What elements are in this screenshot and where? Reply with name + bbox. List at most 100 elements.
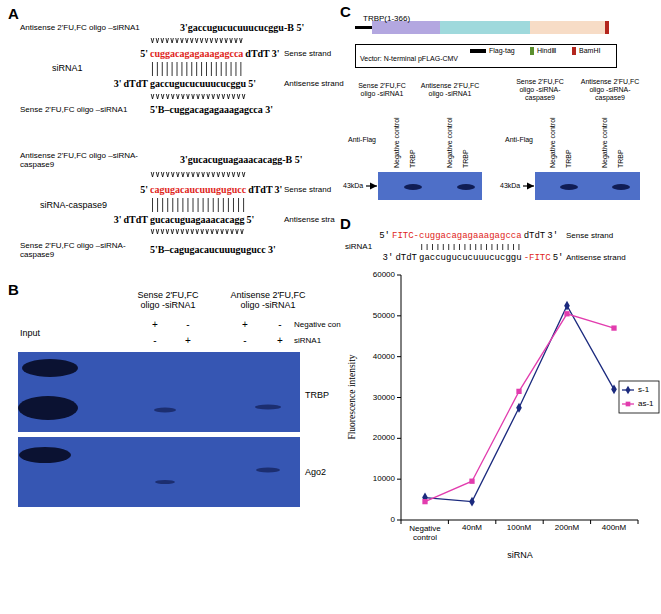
annotation: siRNA bbox=[507, 550, 533, 560]
site-segment bbox=[605, 21, 609, 34]
base-pair-line bbox=[193, 198, 194, 212]
complementarity-mark bbox=[156, 172, 159, 177]
complementarity-marks bbox=[151, 94, 245, 99]
complementarity-mark bbox=[202, 94, 205, 99]
annotation: Ago2 bbox=[305, 467, 326, 477]
complementarity-mark bbox=[235, 38, 238, 43]
complementarity-mark bbox=[177, 172, 180, 177]
axis-title: Fluorescence intensity bbox=[347, 354, 358, 439]
complementarity-mark bbox=[227, 172, 230, 177]
flag-segment bbox=[355, 26, 372, 29]
base-pair-line bbox=[427, 244, 428, 250]
sequence-row: 3'dTdT bbox=[383, 253, 419, 263]
sequence: dTdT bbox=[524, 231, 546, 241]
complementarity-mark bbox=[182, 94, 185, 99]
annotation: 400nM bbox=[602, 523, 626, 532]
sequence: cuggacagagaaagagcca bbox=[150, 48, 243, 60]
base-pair-line bbox=[152, 198, 153, 212]
complementarity-mark bbox=[161, 38, 164, 43]
blot-band bbox=[457, 184, 475, 190]
complementarity-mark bbox=[202, 172, 205, 177]
annotation: Input bbox=[20, 328, 40, 338]
base-pair-line bbox=[167, 62, 168, 76]
complementarity-mark bbox=[227, 94, 230, 99]
legend-box bbox=[619, 381, 659, 413]
complementarity-mark bbox=[231, 229, 234, 234]
base-pair-line bbox=[443, 244, 444, 250]
base-pair-line bbox=[181, 62, 182, 76]
series-line bbox=[425, 314, 614, 502]
base-pair-line bbox=[162, 62, 163, 76]
annotation: Sense 2'FU,FC oligo -siRNA1 bbox=[132, 290, 204, 311]
complementarity-mark bbox=[230, 38, 233, 43]
blot-membrane bbox=[535, 172, 640, 200]
sequence: 3'gucacuguagaaacacagg-B 5' bbox=[180, 154, 303, 166]
complementarity-mark bbox=[156, 38, 159, 43]
sequence: 3' bbox=[547, 231, 558, 241]
complementarity-mark bbox=[195, 38, 198, 43]
complementarity-mark bbox=[211, 229, 214, 234]
base-pair-line bbox=[152, 62, 153, 76]
sequence: 5'B–cuggacagagaaagagcca 3' bbox=[150, 104, 273, 116]
base-pair-line bbox=[196, 62, 197, 76]
annotation: Sense 2'FU,FC oligo –siRNA1 bbox=[20, 105, 127, 114]
base-pair-line bbox=[243, 198, 244, 212]
annotation: Anti-Flag bbox=[348, 136, 376, 144]
panel-letter: B bbox=[8, 281, 19, 298]
complementarity-mark bbox=[197, 172, 200, 177]
legend-swatch bbox=[530, 47, 534, 55]
annotation: 40nM bbox=[462, 523, 482, 532]
axis-tick bbox=[638, 520, 639, 524]
complementarity-mark bbox=[151, 38, 154, 43]
series-marker bbox=[516, 403, 522, 413]
annotation: siRNA1 bbox=[52, 63, 83, 73]
complementarity-mark bbox=[166, 38, 169, 43]
base-pair-line bbox=[486, 244, 487, 250]
base-pair-line bbox=[187, 198, 188, 212]
axis-tick bbox=[397, 438, 401, 439]
sequence: 3'gaccugucucuuucucggu-B 5' bbox=[180, 22, 304, 34]
sequence: 5' bbox=[140, 184, 148, 196]
sequence-row: 5' bbox=[140, 48, 150, 60]
complementarity-mark bbox=[171, 229, 174, 234]
annotation: Antisense strand bbox=[566, 253, 626, 262]
axis-tick bbox=[401, 520, 402, 524]
annotation: 43kDa bbox=[500, 182, 520, 190]
complementarity-mark bbox=[177, 94, 180, 99]
base-pair-lines bbox=[152, 62, 240, 76]
base-pair-line bbox=[177, 198, 178, 212]
annotation: 0 bbox=[391, 515, 395, 524]
sequence: dTdT bbox=[124, 78, 148, 90]
complementarity-mark bbox=[242, 94, 245, 99]
panel-letter: D bbox=[340, 215, 351, 232]
annotation: Antisense 2'FU,FC oligo -siRNA1 bbox=[227, 290, 309, 311]
base-pair-line bbox=[470, 244, 471, 250]
blot-band bbox=[256, 468, 280, 473]
legend-sample bbox=[622, 386, 634, 395]
complementarity-mark bbox=[192, 94, 195, 99]
lane-sign: - bbox=[153, 335, 156, 347]
complementarity-mark bbox=[187, 94, 190, 99]
lane-sign: - bbox=[243, 335, 246, 347]
annotation: Sense strand bbox=[284, 185, 331, 194]
anti-flag-blot bbox=[366, 172, 640, 200]
data-series bbox=[422, 311, 616, 504]
complementarity-mark bbox=[215, 38, 218, 43]
sequence: FITC-cuggacagagaaagagcca bbox=[392, 231, 522, 241]
sequence: dTdT bbox=[395, 253, 417, 263]
complementarity-mark bbox=[151, 94, 154, 99]
complementarity-marks bbox=[151, 172, 245, 177]
base-pair-line bbox=[231, 62, 232, 76]
complementarity-mark bbox=[171, 94, 174, 99]
legend-marker bbox=[626, 402, 631, 407]
complementarity-mark bbox=[166, 94, 169, 99]
sequence: 5' bbox=[248, 78, 256, 90]
complementarity-mark bbox=[171, 38, 174, 43]
sequence: 3' bbox=[114, 78, 122, 90]
annotation: Antisense 2'FU,FC oligo –siRNA-caspase9 bbox=[20, 151, 160, 169]
complementarity-mark bbox=[161, 229, 164, 234]
legend-text: as-1 bbox=[638, 399, 654, 408]
vector-box: Vector: N-terminal pFLAG-CMV bbox=[355, 44, 617, 68]
base-pair-line bbox=[464, 244, 465, 250]
sequence: dTdT bbox=[248, 184, 272, 196]
